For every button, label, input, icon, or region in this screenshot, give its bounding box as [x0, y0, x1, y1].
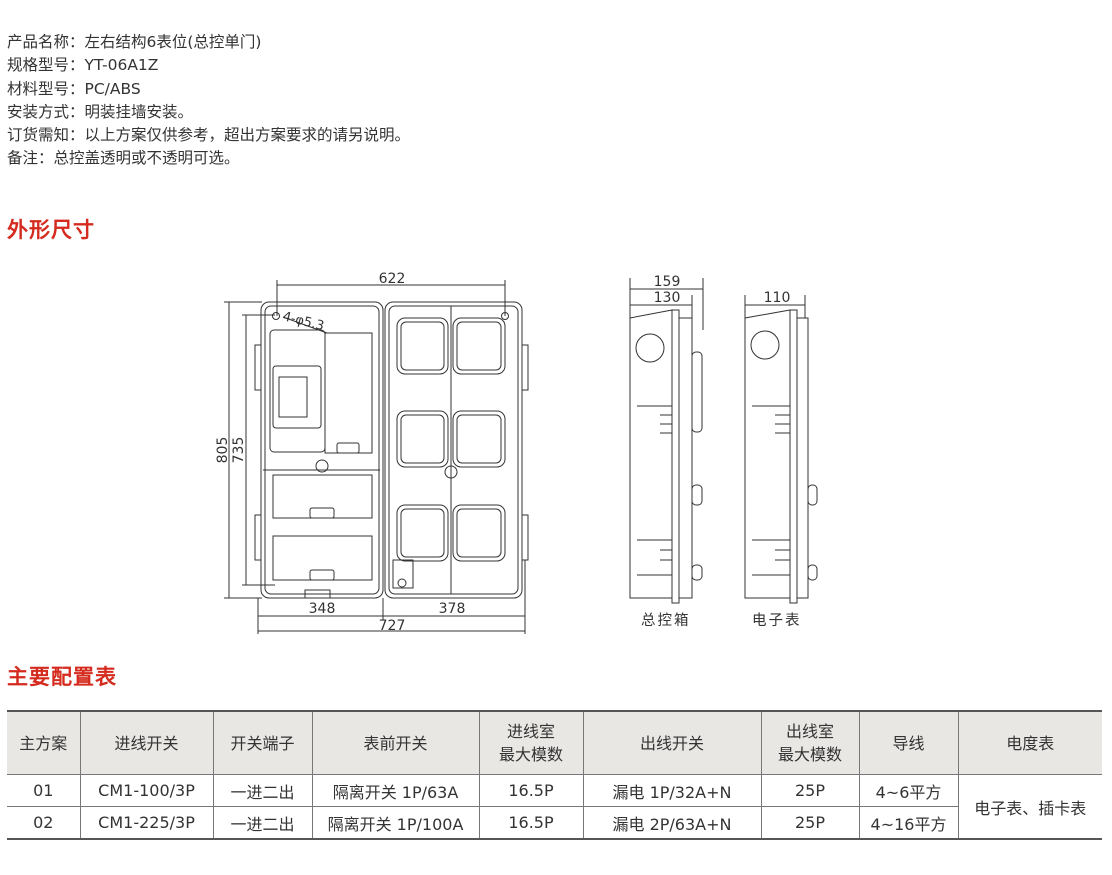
- col-header: 出线开关: [582, 710, 762, 775]
- col-header: 导线: [858, 710, 959, 775]
- side-view-main: 159 130: [629, 274, 704, 604]
- info-material: 材料型号：PC/ABS: [7, 79, 141, 98]
- dim-348: 348: [309, 601, 336, 617]
- col-header: 表前开关: [311, 710, 480, 775]
- table-row: 01 CM1-100/3P 一进二出 隔离开关 1P/63A 16.5P 漏电 …: [7, 774, 1102, 840]
- info-order-note: 订货需知：以上方案仅供参考，超出方案要求的请另说明。: [7, 126, 411, 145]
- dim-159: 159: [654, 274, 681, 290]
- cell: 25P: [760, 806, 860, 840]
- dim-378: 378: [439, 601, 466, 617]
- side-view-meter: 110: [744, 290, 818, 604]
- info-product-name: 产品名称：左右结构6表位(总控单门): [7, 33, 262, 51]
- config-table: 主方案 进线开关 开关端子 表前开关 进线室最大模数 出线开关 出线室最大模数 …: [7, 710, 1102, 840]
- table-row: 02 CM1-225/3P 一进二出 隔离开关 1P/100A 16.5P 漏电…: [7, 806, 1102, 840]
- info-model: 规格型号：YT-06A1Z: [7, 56, 159, 75]
- dim-130: 130: [654, 290, 681, 306]
- cell: 02: [7, 806, 81, 840]
- info-installation: 安装方式：明装挂墙安装。: [7, 102, 194, 121]
- dim-735: 735: [231, 437, 247, 464]
- col-header: 主方案: [7, 710, 81, 775]
- cell: 16.5P: [478, 774, 584, 807]
- cell: 4~16平方: [858, 806, 958, 840]
- cell: 01: [7, 774, 81, 807]
- col-header: 进线开关: [79, 710, 214, 775]
- header-line: 进线室: [506, 722, 555, 741]
- col-header: 进线室最大模数: [478, 710, 584, 775]
- front-view: 622 4-φ5.3 805 735 348 378: [215, 271, 529, 634]
- product-info: 产品名称：左右结构6表位(总控单门) 规格型号：YT-06A1Z 材料型号：PC…: [7, 31, 410, 171]
- dim-805: 805: [215, 437, 231, 464]
- col-header: 出线室最大模数: [760, 710, 860, 775]
- cell: 漏电 1P/32A+N: [582, 774, 762, 807]
- dim-727: 727: [379, 618, 406, 634]
- dim-110: 110: [764, 290, 791, 306]
- header-line: 最大模数: [498, 745, 563, 764]
- cell-meter-merged: 电子表、插卡表: [957, 774, 1102, 840]
- cell: CM1-100/3P: [79, 774, 214, 807]
- dim-622: 622: [379, 271, 406, 287]
- caption-meter: 电子表: [752, 613, 802, 629]
- cell: 4~6平方: [858, 774, 959, 807]
- cell: 隔离开关 1P/63A: [311, 774, 480, 807]
- header-line: 最大模数: [777, 745, 842, 764]
- caption-main-box: 总控箱: [641, 613, 691, 629]
- cell: 25P: [760, 774, 860, 807]
- col-header: 电度表: [957, 710, 1102, 775]
- cell: 一进二出: [212, 806, 313, 840]
- cell: CM1-225/3P: [79, 806, 214, 840]
- cell: 隔离开关 1P/100A: [311, 806, 480, 840]
- table-header-row: 主方案 进线开关 开关端子 表前开关 进线室最大模数 出线开关 出线室最大模数 …: [7, 710, 1102, 775]
- col-header: 开关端子: [212, 710, 313, 775]
- cell: 一进二出: [212, 774, 313, 807]
- config-heading: 主要配置表: [7, 665, 117, 689]
- cell: 16.5P: [478, 806, 584, 840]
- dimensions-heading: 外形尺寸: [7, 218, 95, 242]
- dimension-drawing: 622 4-φ5.3 805 735 348 378: [215, 271, 818, 634]
- cell: 漏电 2P/63A+N: [582, 806, 762, 840]
- info-remark: 备注：总控盖透明或不透明可选。: [7, 149, 240, 168]
- header-line: 出线室: [785, 722, 834, 741]
